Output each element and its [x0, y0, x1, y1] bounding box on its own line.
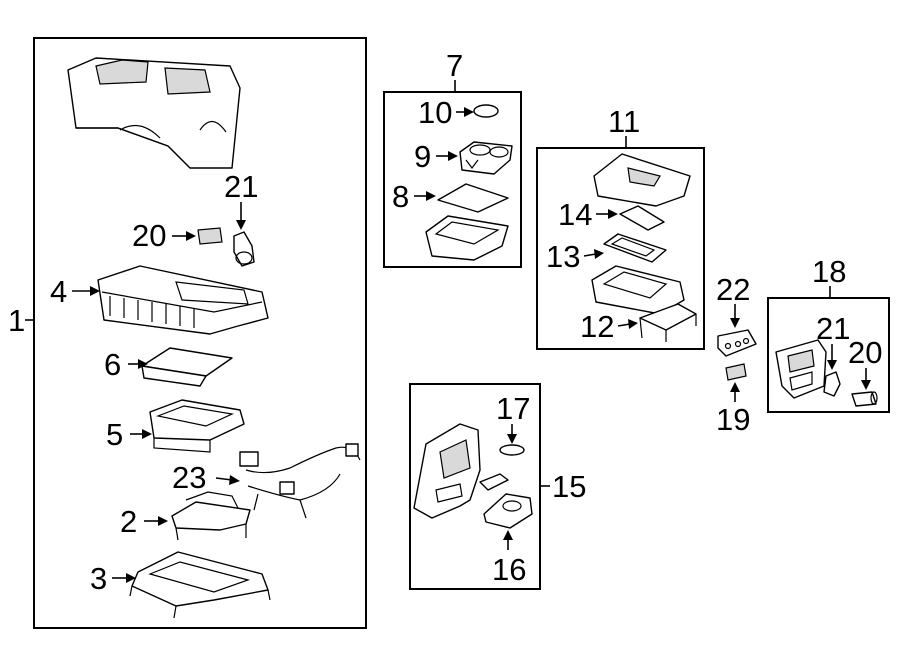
callout-21-left: 21: [224, 169, 258, 204]
callout-4: 4: [50, 274, 67, 309]
part-21-right: [823, 371, 841, 397]
part-10-cap: [473, 104, 499, 118]
part-16-cup-insert: [483, 493, 533, 529]
callout-23: 23: [172, 460, 206, 495]
callout-8: 8: [392, 179, 409, 214]
callout-10: 10: [418, 95, 452, 130]
callout-18: 18: [812, 254, 846, 289]
part-23-wiring-harness: [239, 443, 361, 519]
group-box-11: [536, 147, 705, 350]
callout-7: 7: [446, 48, 463, 83]
part-11-lid: [593, 153, 691, 207]
callout-17: 17: [496, 391, 530, 426]
callout-3: 3: [90, 561, 107, 596]
callout-9: 9: [414, 139, 431, 174]
part-3-base-frame: [129, 551, 271, 619]
part-8-liner: [437, 183, 509, 213]
part-22-switch-module: [717, 329, 757, 357]
callout-22: 22: [716, 272, 750, 307]
part-5-tray: [149, 399, 245, 453]
callout-14: 14: [558, 197, 592, 232]
part-20-left: [197, 227, 223, 245]
part-4-bin-frame: [97, 265, 269, 335]
callout-13: 13: [546, 239, 580, 274]
callout-11: 11: [608, 104, 640, 139]
callout-16: 16: [492, 552, 526, 587]
callout-1: 1: [8, 303, 25, 338]
part-15-trim-panel: [413, 423, 481, 519]
callout-20-left: 20: [132, 218, 166, 253]
callout-15: 15: [552, 469, 586, 504]
part-13-latch: [603, 233, 667, 263]
part-9-cupholder: [459, 141, 513, 175]
console-housing-part: [67, 57, 241, 169]
part-2-bracket: [171, 491, 251, 541]
part-20-right: [851, 391, 878, 407]
part-21-left: [233, 231, 255, 267]
part-12-hinge: [639, 303, 697, 342]
callout-20-right: 20: [848, 335, 882, 370]
callout-5: 5: [106, 417, 123, 452]
part-6-mat: [141, 347, 233, 387]
part-18-rear-panel: [775, 339, 827, 399]
part-17-cap: [499, 444, 525, 456]
callout-21-right: 21: [816, 311, 850, 346]
part-14-pad: [619, 205, 665, 231]
callout-19: 19: [716, 402, 750, 437]
part-7-bin: [425, 215, 509, 261]
group-box-1: [33, 37, 367, 629]
group-box-18: [767, 297, 890, 413]
part-15-clip: [479, 473, 509, 491]
callout-2: 2: [120, 504, 137, 539]
part-19-clip: [725, 363, 747, 381]
part-13-lid-base: [591, 265, 685, 315]
group-box-7: [383, 91, 522, 268]
callout-6: 6: [104, 347, 121, 382]
callout-12: 12: [580, 309, 614, 344]
